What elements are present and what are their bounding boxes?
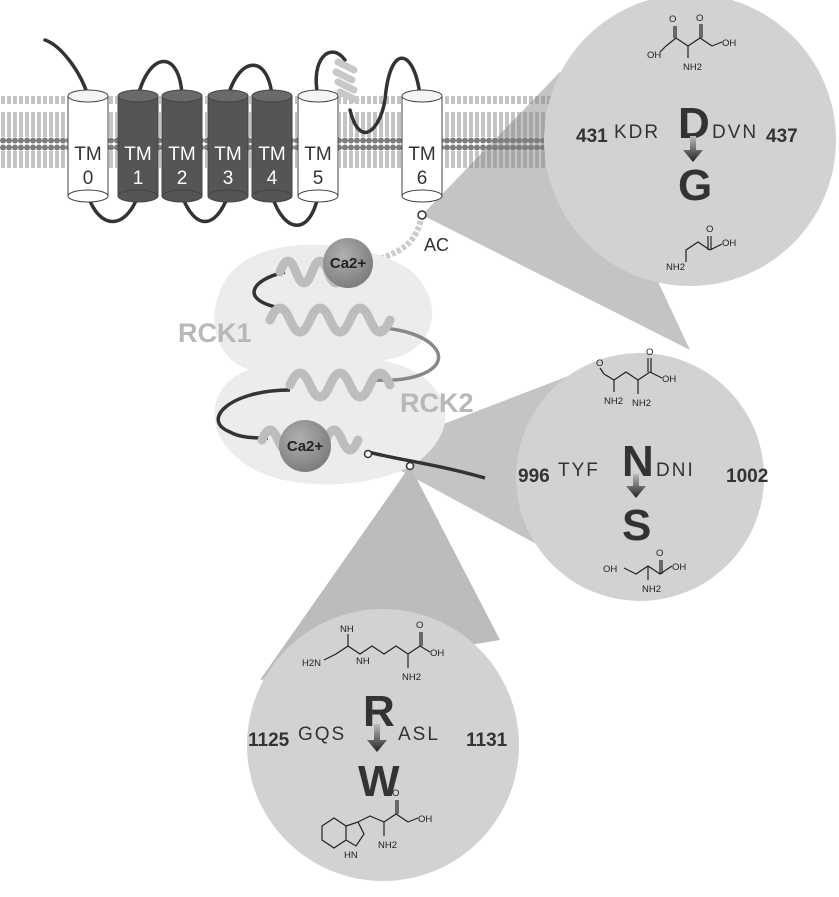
channel-loops [43,38,422,227]
tm-number-0: 0 [83,168,94,189]
tm6-mutation-site [417,210,427,220]
mut2-mutant: S [622,501,651,550]
zoom-circle-ctail [247,609,519,881]
rck1-label: RCK1 [178,318,252,348]
svg-text:H2N: H2N [302,658,321,669]
svg-text:O: O [696,13,703,24]
svg-text:O: O [596,358,603,369]
tm-label-5: TM [304,144,331,165]
svg-text:NH2: NH2 [378,840,397,851]
pore-helix [332,58,360,104]
svg-text:O: O [656,548,663,559]
svg-text:OH: OH [430,648,444,659]
svg-text:NH: NH [356,656,370,667]
serine-structure: OH O OH NH2 [603,548,686,595]
svg-text:OH: OH [672,562,686,573]
mut2-end: 1002 [726,466,768,487]
mut1-mutant: G [678,161,712,210]
tm-helix-2: TM 2 [161,89,203,203]
svg-text:O: O [646,347,653,358]
zoom-circle-rck2 [516,353,764,601]
mut1-start: 431 [576,126,608,147]
calcium-ion-2 [279,420,331,472]
mut2-start: 996 [518,466,550,487]
svg-text:O: O [392,788,399,799]
tm-helix-1: TM 1 [117,89,159,203]
svg-text:NH2: NH2 [666,262,685,273]
tm-number-3: 3 [223,168,234,189]
gating-ring: Ca2+ Ca2+ RCK1 RCK2 [178,238,486,485]
tryptophan-structure: O OH HN NH2 [321,788,432,861]
calcium-label-2: Ca2+ [287,438,324,455]
arginine-structure: NH H2N NH O OH NH2 [302,620,444,683]
svg-text:OH: OH [722,38,736,49]
mut2-before: TYF [558,460,600,481]
tm-number-5: 5 [313,168,324,189]
tm-helix-5: TM 5 [297,89,339,203]
transmembrane-helices: TM 0 TM 1 TM 2 TM 3 TM 4 TM 5 TM 6 [67,89,443,203]
mutation-arrow-3 [367,724,387,752]
mut2-after: DNI [656,460,695,481]
mut3-start: 1125 [248,730,290,751]
rck2-mutation-site [363,449,373,459]
svg-text:NH2: NH2 [402,672,421,683]
svg-text:OH: OH [647,50,661,61]
mutation-d-to-g: OH O O OH NH2 431 KDR D DVN 437 G O OH N… [576,13,798,273]
tm-label-2: TM [168,144,195,165]
tm-helix-3: TM 3 [207,89,249,203]
svg-text:NH2: NH2 [632,398,651,409]
rck2-label: RCK2 [400,388,474,418]
svg-text:O: O [416,620,423,631]
tm-number-2: 2 [177,168,188,189]
mutation-arrow-2 [626,474,646,498]
tm-helix-0: TM 0 [67,89,109,203]
svg-text:OH: OH [603,564,617,575]
tm-label-4: TM [258,144,285,165]
tm-label-0: TM [74,144,101,165]
tm-label-1: TM [124,144,151,165]
tm-number-4: 4 [267,168,278,189]
tm-label-6: TM [408,144,435,165]
mut3-after: ASL [398,724,440,745]
glycine-structure: O OH NH2 [666,224,736,273]
svg-text:NH2: NH2 [604,396,623,407]
mut3-before: GQS [298,724,346,745]
svg-text:OH: OH [722,238,736,249]
mutation-arrow-1 [683,136,703,162]
svg-text:O: O [669,14,676,25]
svg-text:NH2: NH2 [642,584,661,595]
zoom-cone-tm6 [422,72,690,350]
ctail-mutation-site [405,461,415,471]
calcium-ion-1 [323,238,373,288]
mut3-end: 1131 [466,730,508,751]
mut1-after: DVN [712,122,758,143]
tm-number-1: 1 [133,168,144,189]
asparagine-structure: O O OH NH2 NH2 [596,347,676,409]
svg-text:HN: HN [344,850,358,861]
tm-helix-4: TM 4 [251,89,293,203]
calcium-label-1: Ca2+ [330,255,367,272]
mut1-end: 437 [766,126,798,147]
mutation-n-to-s: O O OH NH2 NH2 996 TYF N DNI 1002 S OH O… [518,347,768,595]
ac-label: AC [424,235,449,255]
svg-text:OH: OH [662,374,676,385]
mut1-before: KDR [614,122,660,143]
tm-label-3: TM [214,144,241,165]
mut3-mutant: W [358,757,400,806]
svg-text:NH: NH [340,624,354,635]
svg-text:OH: OH [418,814,432,825]
svg-text:NH2: NH2 [683,62,702,73]
svg-text:O: O [706,224,713,235]
aspartate-structure: OH O O OH NH2 [647,13,736,73]
mutation-r-to-w: NH H2N NH O OH NH2 1125 GQS R ASL 1131 W… [248,620,508,861]
tm-number-6: 6 [417,168,428,189]
tm-helix-6: TM 6 [401,89,443,203]
